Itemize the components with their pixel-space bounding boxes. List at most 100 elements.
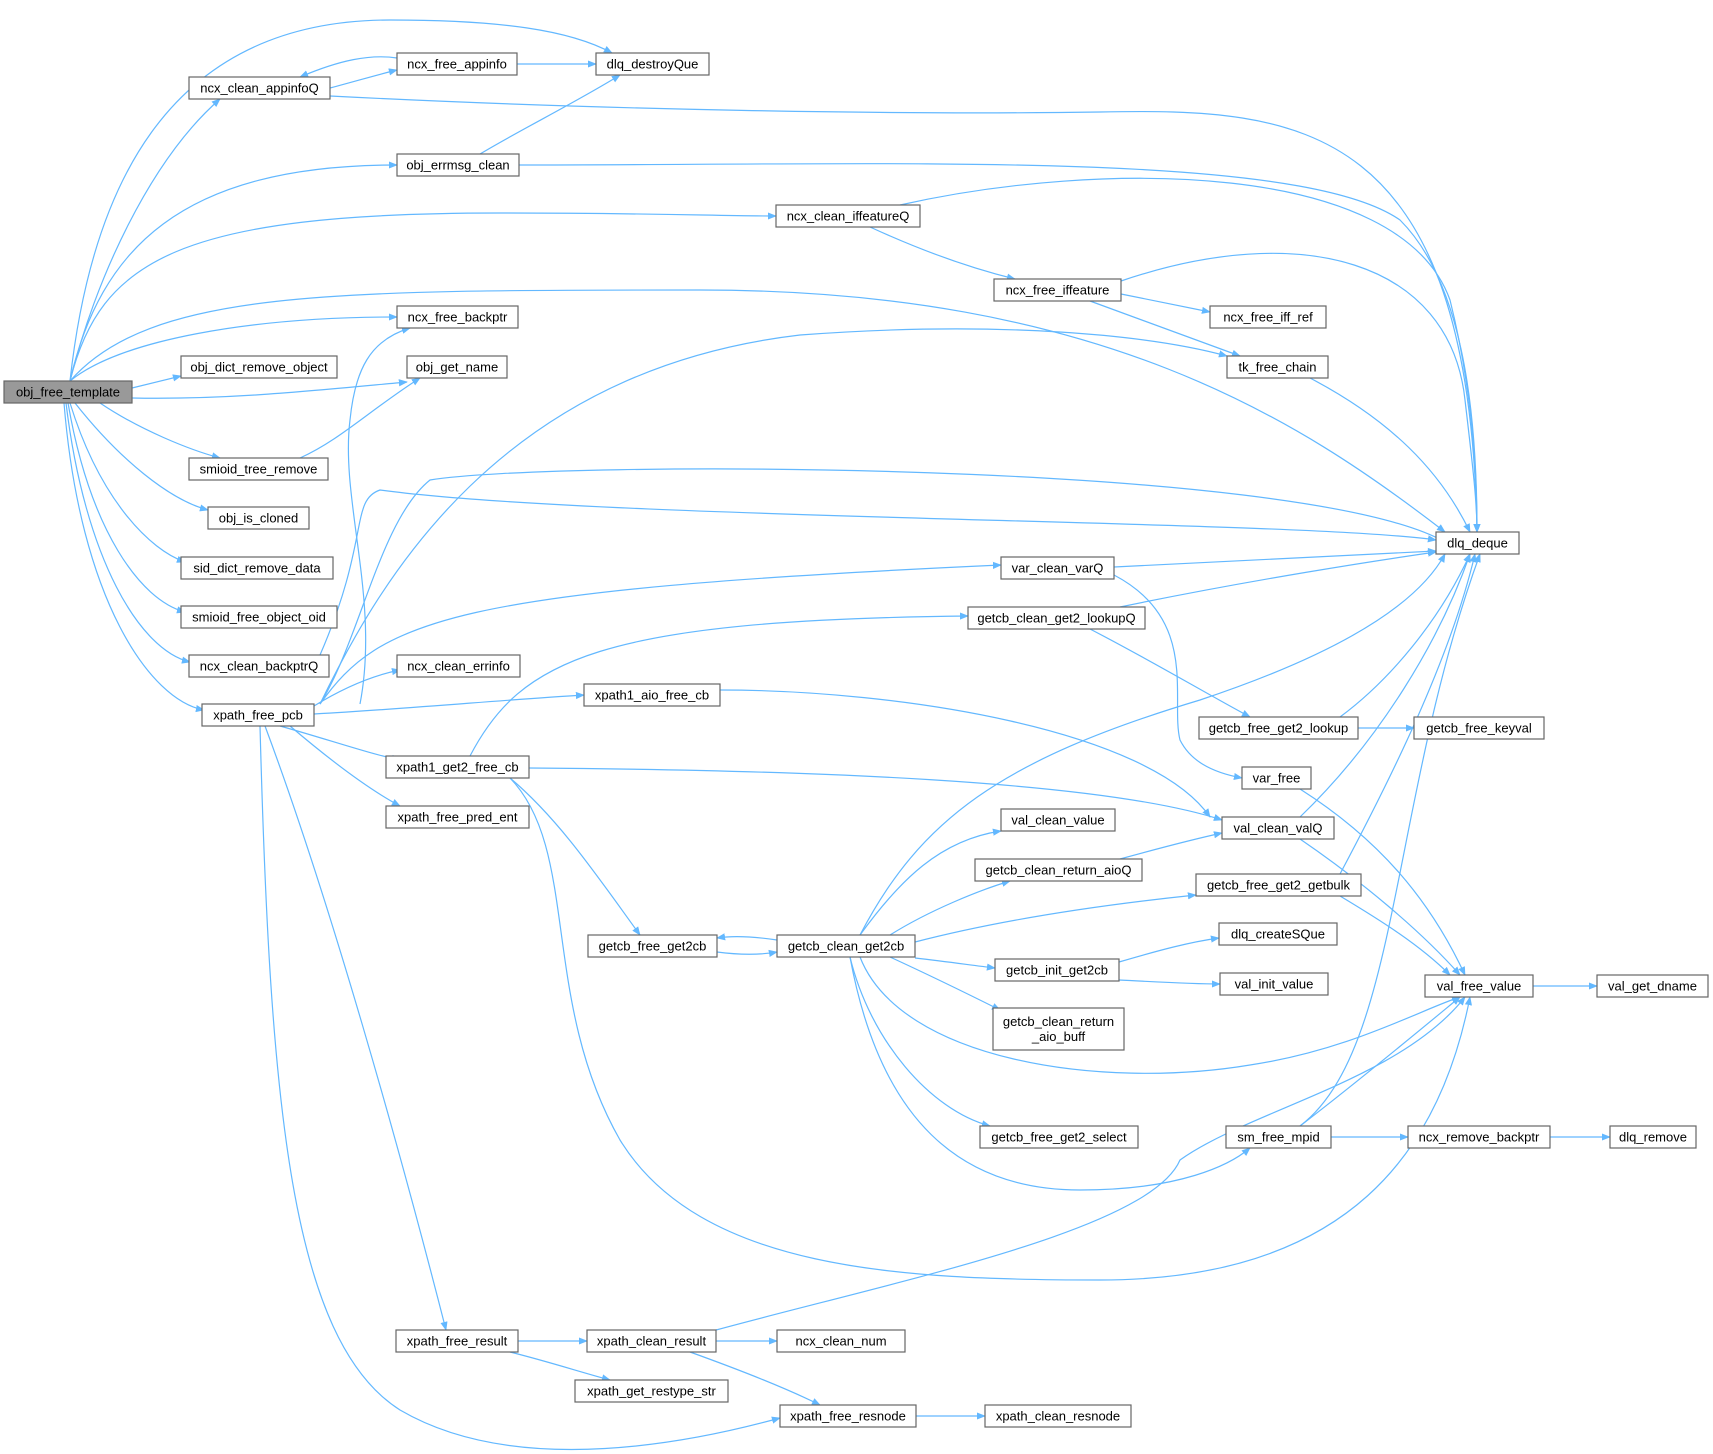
node-val_free_value[interactable]: val_free_value	[1424, 974, 1534, 998]
node-xpath_free_pcb[interactable]: xpath_free_pcb	[201, 703, 315, 727]
node-ncx_clean_backptrQ[interactable]: ncx_clean_backptrQ	[188, 654, 330, 678]
node-ncx_free_iffeature[interactable]: ncx_free_iffeature	[993, 278, 1122, 302]
node-label: getcb_free_get2cb	[599, 939, 707, 954]
node-obj_get_name[interactable]: obj_get_name	[406, 355, 508, 379]
node-getcb_clean_get2cb[interactable]: getcb_clean_get2cb	[776, 934, 916, 958]
edge-obj_free_template-to-xpath_free_pcb	[63, 402, 205, 713]
edge-ncx_clean_iffeatureQ-to-dlq_deque	[899, 177, 1481, 533]
edge-obj_free_template-to-obj_get_name	[131, 379, 408, 399]
edge-xpath_free_pcb-to-xpath_free_resnode	[259, 725, 781, 1451]
edge-xpath_free_pcb-to-ncx_free_backptr	[347, 326, 411, 705]
node-box	[992, 1007, 1125, 1051]
node-label: xpath1_get2_free_cb	[396, 760, 518, 775]
node-xpath_get_restype_str[interactable]: xpath_get_restype_str	[574, 1379, 729, 1403]
node-getcb_free_get2_select[interactable]: getcb_free_get2_select	[979, 1125, 1139, 1149]
edge-getcb_clean_get2_lookupQ-to-dlq_deque	[1119, 549, 1437, 608]
node-ncx_clean_appinfoQ[interactable]: ncx_clean_appinfoQ	[188, 76, 331, 100]
node-label: xpath_free_result	[407, 1334, 508, 1349]
node-getcb_clean_get2_lookupQ[interactable]: getcb_clean_get2_lookupQ	[967, 606, 1146, 630]
node-label: getcb_free_get2_select	[991, 1130, 1127, 1145]
node-box	[188, 457, 329, 481]
node-label: sid_dict_remove_data	[193, 561, 321, 576]
node-box	[180, 556, 334, 580]
node-box	[180, 605, 338, 629]
node-box	[586, 1329, 717, 1353]
node-sid_dict_remove_data[interactable]: sid_dict_remove_data	[180, 556, 334, 580]
node-getcb_free_get2_getbulk[interactable]: getcb_free_get2_getbulk	[1195, 873, 1362, 897]
node-ncx_free_iff_ref[interactable]: ncx_free_iff_ref	[1209, 305, 1327, 329]
node-label: ncx_free_iff_ref	[1223, 310, 1313, 325]
edge-val_clean_valQ-to-dlq_deque	[1299, 553, 1471, 818]
node-label: ncx_free_appinfo	[407, 57, 507, 72]
node-label: xpath1_aio_free_cb	[595, 688, 709, 703]
node-box	[587, 934, 718, 958]
node-ncx_free_backptr[interactable]: ncx_free_backptr	[396, 305, 519, 329]
edge-getcb_clean_get2cb-to-getcb_free_get2_select	[849, 956, 991, 1128]
node-var_clean_varQ[interactable]: var_clean_varQ	[1000, 556, 1115, 580]
node-dlq_createSQue[interactable]: dlq_createSQue	[1218, 922, 1338, 946]
node-dlq_remove[interactable]: dlq_remove	[1609, 1125, 1697, 1149]
node-box	[1241, 766, 1312, 790]
node-val_init_value[interactable]: val_init_value	[1219, 972, 1329, 996]
node-xpath_free_result[interactable]: xpath_free_result	[395, 1329, 519, 1353]
node-val_get_dname[interactable]: val_get_dname	[1596, 974, 1709, 998]
node-box	[776, 934, 916, 958]
edge-xpath1_aio_free_cb-to-val_clean_valQ	[719, 689, 1211, 818]
node-sm_free_mpid[interactable]: sm_free_mpid	[1225, 1125, 1332, 1149]
node-obj_errmsg_clean[interactable]: obj_errmsg_clean	[396, 153, 520, 177]
node-xpath_free_pred_ent[interactable]: xpath_free_pred_ent	[385, 805, 530, 829]
node-obj_free_template[interactable]: obj_free_template	[3, 380, 133, 404]
node-label: getcb_free_get2_lookup	[1209, 721, 1349, 736]
node-xpath_clean_result[interactable]: xpath_clean_result	[586, 1329, 717, 1353]
node-xpath1_aio_free_cb[interactable]: xpath1_aio_free_cb	[583, 683, 721, 707]
node-obj_is_cloned[interactable]: obj_is_cloned	[207, 506, 310, 530]
node-getcb_free_keyval[interactable]: getcb_free_keyval	[1413, 716, 1545, 740]
edge-xpath_free_pcb-to-xpath_free_result	[264, 725, 448, 1331]
edge-getcb_clean_get2cb-to-getcb_clean_return_aioQ	[889, 879, 1011, 936]
node-xpath_clean_resnode[interactable]: xpath_clean_resnode	[984, 1404, 1132, 1428]
node-ncx_free_appinfo[interactable]: ncx_free_appinfo	[396, 52, 518, 76]
node-ncx_clean_iffeatureQ[interactable]: ncx_clean_iffeatureQ	[775, 204, 921, 228]
node-getcb_free_get2_lookup[interactable]: getcb_free_get2_lookup	[1198, 716, 1359, 740]
edge-getcb_clean_return_aioQ-to-val_clean_valQ	[1119, 831, 1223, 860]
node-label: getcb_free_get2_getbulk	[1207, 878, 1351, 893]
node-xpath_free_resnode[interactable]: xpath_free_resnode	[779, 1404, 917, 1428]
node-smioid_free_object_oid[interactable]: smioid_free_object_oid	[180, 605, 338, 629]
edge-var_clean_varQ-to-dlq_deque	[1113, 547, 1437, 568]
edge-xpath_free_pcb-to-xpath_free_pred_ent	[289, 725, 401, 807]
node-label: var_free	[1253, 771, 1301, 786]
edge-obj_free_template-to-obj_dict_remove_object	[131, 374, 182, 389]
node-ncx_clean_errinfo[interactable]: ncx_clean_errinfo	[396, 654, 521, 678]
node-ncx_clean_num[interactable]: ncx_clean_num	[776, 1329, 906, 1353]
node-label: sm_free_mpid	[1237, 1130, 1319, 1145]
node-obj_dict_remove_object[interactable]: obj_dict_remove_object	[180, 355, 338, 379]
edge-getcb_clean_get2cb-to-getcb_free_get2_getbulk	[914, 892, 1197, 943]
nodes: obj_free_template ncx_clean_appinfoQ ncx_f…	[3, 52, 1709, 1428]
edge-xpath1_get2_free_cb-to-getcb_free_get2cb	[509, 777, 641, 936]
node-label: smioid_free_object_oid	[192, 610, 326, 625]
edge-obj_free_template-to-smioid_free_object_oid	[67, 402, 186, 614]
node-getcb_free_get2cb[interactable]: getcb_free_get2cb	[587, 934, 718, 958]
node-tk_free_chain[interactable]: tk_free_chain	[1226, 355, 1329, 379]
node-box	[396, 654, 521, 678]
node-dlq_deque[interactable]: dlq_deque	[1435, 531, 1520, 555]
node-label: ncx_clean_appinfoQ	[200, 81, 319, 96]
node-box	[994, 958, 1120, 982]
node-ncx_remove_backptr[interactable]: ncx_remove_backptr	[1407, 1125, 1551, 1149]
edge-getcb_init_get2cb-to-dlq_createSQue	[1118, 935, 1220, 963]
node-getcb_init_get2cb[interactable]: getcb_init_get2cb	[994, 958, 1120, 982]
node-dlq_destroyQue[interactable]: dlq_destroyQue	[595, 52, 710, 76]
node-getcb_clean_return_aioQ[interactable]: getcb_clean_return_aioQ	[974, 858, 1143, 882]
node-val_clean_value[interactable]: val_clean_value	[1000, 808, 1116, 832]
node-var_free[interactable]: var_free	[1241, 766, 1312, 790]
node-box	[188, 654, 330, 678]
node-box	[984, 1404, 1132, 1428]
node-label: dlq_destroyQue	[607, 57, 699, 72]
node-box	[1226, 355, 1329, 379]
node-label: getcb_clean_get2_lookupQ	[977, 611, 1135, 626]
node-xpath1_get2_free_cb[interactable]: xpath1_get2_free_cb	[385, 755, 530, 779]
edge-getcb_clean_get2cb-to-sm_free_mpid	[849, 956, 1251, 1191]
node-getcb_clean_return_aio_buff[interactable]: getcb_clean_return_aio_buff	[992, 1007, 1125, 1051]
node-val_clean_valQ[interactable]: val_clean_valQ	[1221, 816, 1335, 840]
node-smioid_tree_remove[interactable]: smioid_tree_remove	[188, 457, 329, 481]
